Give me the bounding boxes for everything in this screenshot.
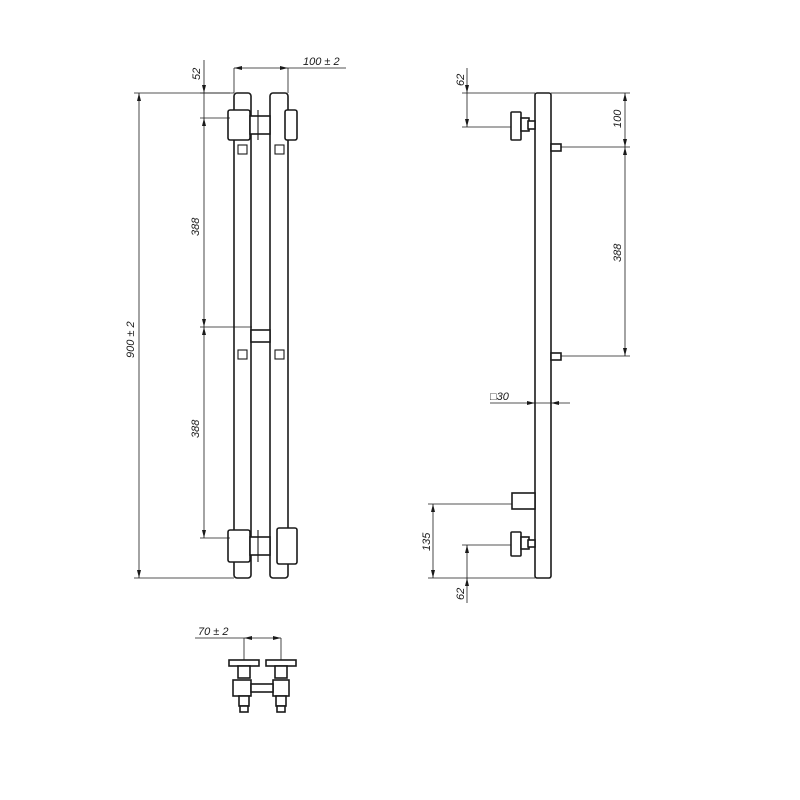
dim-chain: 52 388 388 bbox=[190, 60, 252, 539]
side-dim-right: 100 388 bbox=[551, 92, 630, 357]
plug bbox=[237, 349, 248, 360]
dim-total-height-label: 900 ± 2 bbox=[125, 321, 137, 358]
side-dim-profile-label: □30 bbox=[490, 391, 510, 403]
side-dim-mount-span-label: 388 bbox=[612, 243, 624, 262]
bottom-left-valve bbox=[228, 659, 260, 713]
top-connector bbox=[227, 109, 298, 141]
right-rail bbox=[269, 92, 289, 579]
front-view: 100 ± 2 900 ± 2 52 388 388 bbox=[125, 56, 346, 579]
side-rail bbox=[534, 92, 552, 579]
bottom-dim-spacing-label: 70 ± 2 bbox=[198, 626, 229, 638]
dim-upper-span-label: 388 bbox=[190, 217, 202, 236]
lower-mount bbox=[550, 352, 562, 361]
side-dim-profile: □30 bbox=[490, 391, 570, 405]
bottom-valve bbox=[510, 531, 536, 557]
side-dim-top-label: 62 bbox=[455, 74, 467, 86]
middle-bridge bbox=[250, 329, 271, 343]
plug bbox=[237, 144, 248, 155]
plug bbox=[274, 144, 285, 155]
dim-lower-span-label: 388 bbox=[190, 419, 202, 438]
side-dim-top: 62 bbox=[455, 68, 535, 128]
plug bbox=[274, 349, 285, 360]
bottom-view: 70 ± 2 bbox=[195, 626, 297, 713]
side-dim-bottom-label: 62 bbox=[455, 588, 467, 600]
side-dim-first-mount-label: 100 bbox=[612, 109, 624, 128]
heater-block bbox=[511, 492, 536, 510]
bottom-connecting-pipe bbox=[250, 683, 274, 693]
side-dim-lower-mount-label: 135 bbox=[421, 532, 433, 551]
bottom-right-valve bbox=[265, 659, 297, 713]
bottom-connector bbox=[227, 527, 298, 565]
dim-width-label: 100 ± 2 bbox=[303, 56, 340, 68]
dim-width: 100 ± 2 bbox=[233, 56, 346, 93]
upper-mount bbox=[550, 143, 562, 152]
dim-total-height: 900 ± 2 bbox=[125, 92, 234, 579]
top-valve bbox=[510, 111, 536, 141]
side-view: 62 100 388 □30 bbox=[421, 68, 630, 603]
dim-top-offset-label: 52 bbox=[191, 68, 203, 80]
left-rail bbox=[233, 92, 252, 579]
side-dim-bottom: 135 62 bbox=[421, 503, 535, 603]
